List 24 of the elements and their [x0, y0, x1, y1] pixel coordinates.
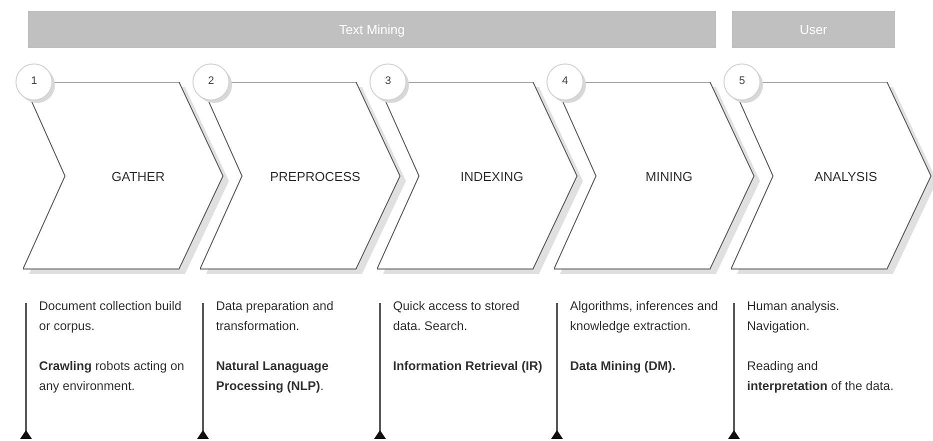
- step-number: 4: [562, 75, 568, 87]
- description-text: Document collection build or corpus.: [39, 298, 182, 335]
- step-label: PREPROCESS: [270, 168, 360, 184]
- step-label: MINING: [646, 168, 692, 184]
- step-number: 1: [31, 75, 38, 87]
- header-band: [732, 11, 895, 48]
- band-title: Text Mining: [339, 22, 405, 37]
- description-text: Human analysis. Navigation.: [747, 298, 840, 335]
- description-text: Data preparation and transformation.: [216, 298, 334, 335]
- description-text: Natural Lanaguage Processing (NLP).: [216, 358, 330, 395]
- step-number: 3: [385, 75, 392, 87]
- band-title: User: [800, 22, 828, 37]
- description-text: Crawling robots acting on any environment.: [39, 358, 186, 395]
- step-label: GATHER: [112, 168, 165, 184]
- description-text: Quick access to stored data. Search.: [393, 298, 520, 335]
- description-text: Information Retrieval (IR): [393, 358, 543, 375]
- step-number: 5: [739, 75, 746, 87]
- description-text: Algorithms, inferences and knowledge extraction.: [570, 298, 719, 335]
- step-number: 2: [208, 75, 214, 87]
- description-text: Data Mining (DM).: [570, 358, 677, 375]
- step-label: ANALYSIS: [814, 168, 878, 184]
- description-text: Reading and interpretation of the data.: [747, 358, 895, 395]
- step-label: INDEXING: [460, 168, 524, 184]
- header-band: [28, 11, 716, 48]
